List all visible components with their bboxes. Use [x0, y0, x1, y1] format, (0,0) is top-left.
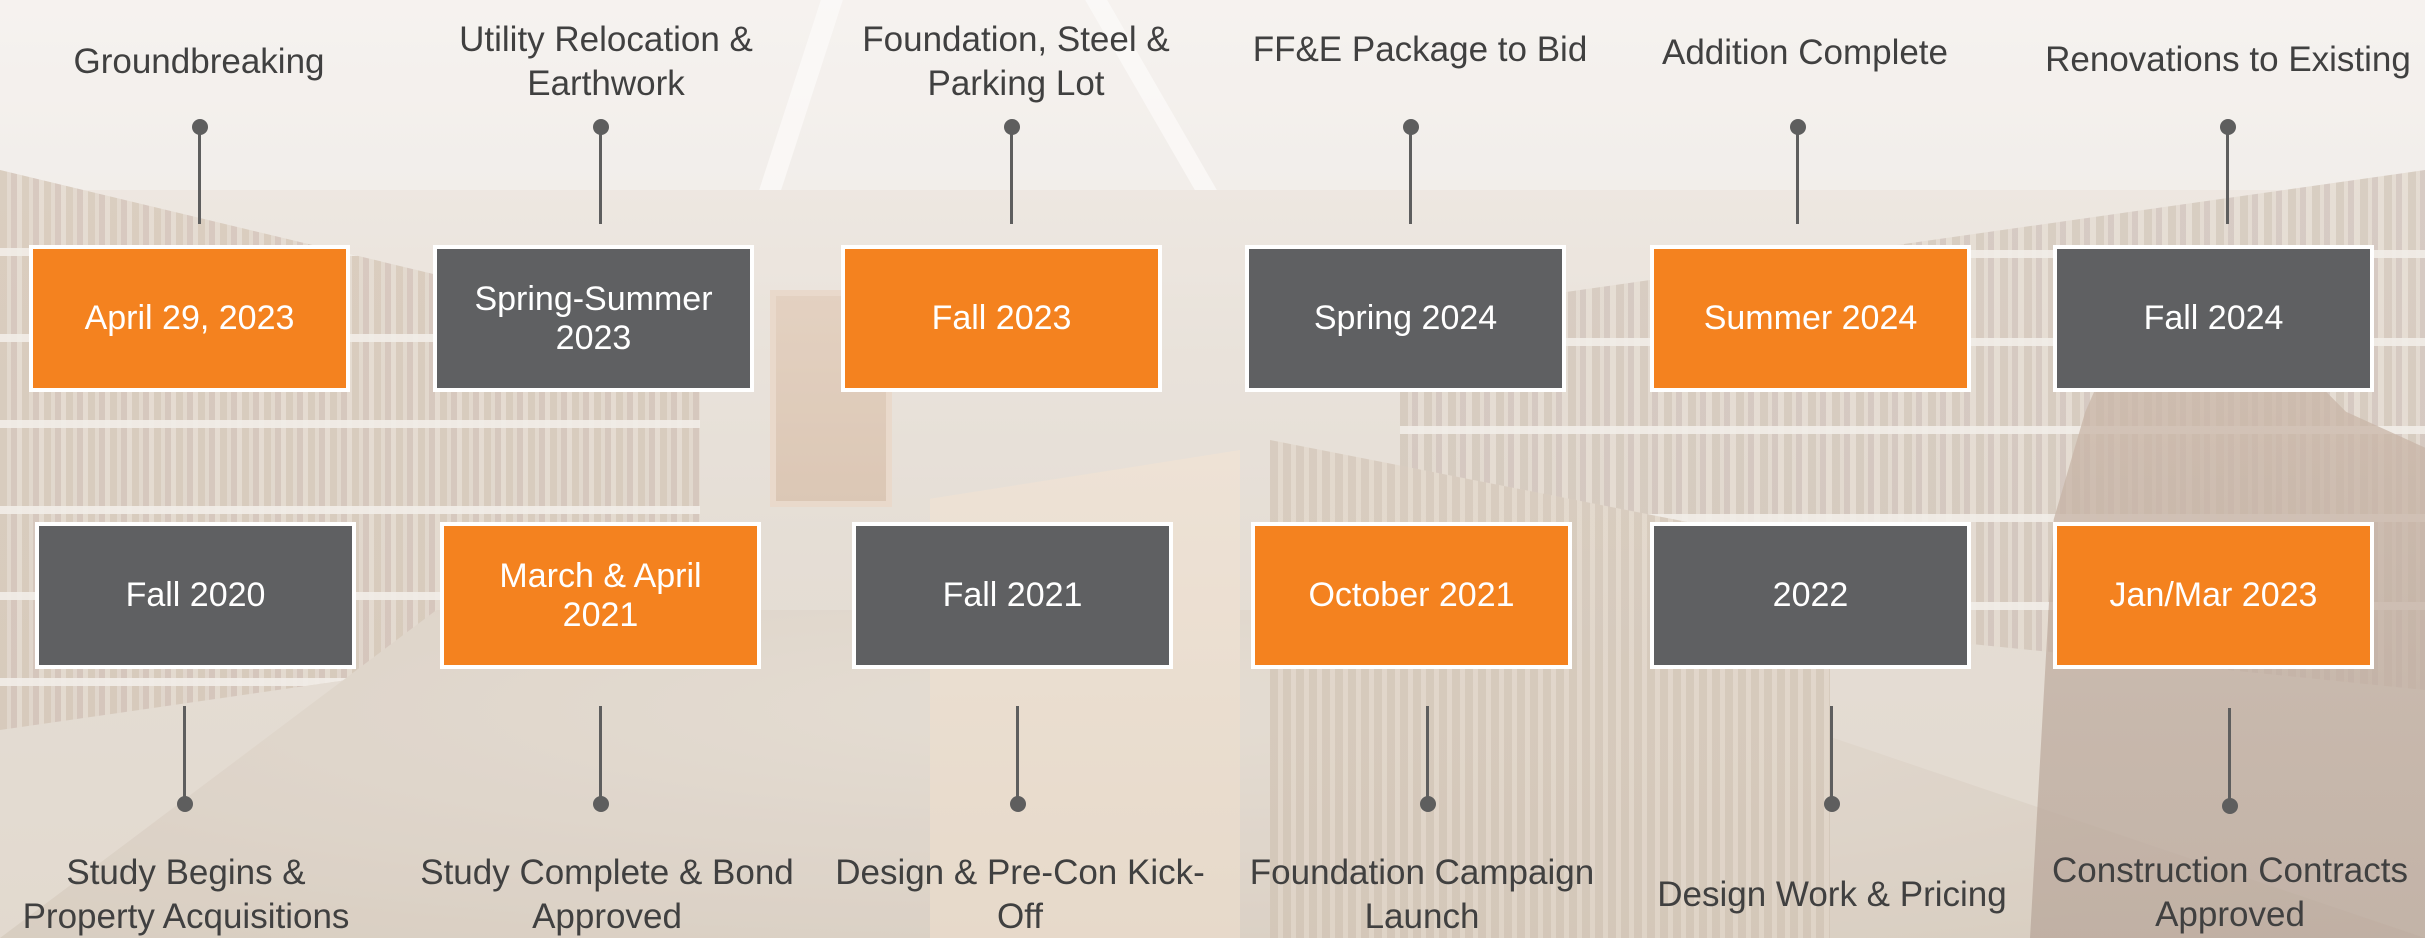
connector-line [1426, 706, 1429, 802]
connector-dot [593, 796, 609, 812]
milestone-date-box: March & April 2021 [440, 522, 761, 669]
milestone-date-box: October 2021 [1251, 522, 1572, 669]
milestone-label: FF&E Package to Bid [1252, 30, 1588, 70]
connector-dot [1004, 119, 1020, 135]
connector-dot [1420, 796, 1436, 812]
milestone-date-box: Jan/Mar 2023 [2053, 522, 2374, 669]
connector-dot [192, 119, 208, 135]
milestone-date-box: 2022 [1650, 522, 1971, 669]
connector-dot [1790, 119, 1806, 135]
connector-dot [2220, 119, 2236, 135]
connector-line [2228, 708, 2231, 804]
milestone-label: Utility Relocation & Earthwork [459, 20, 753, 103]
connector-line [599, 128, 602, 224]
milestone-label: Foundation, Steel & Parking Lot [862, 20, 1170, 103]
milestone-label: Study Begins & Property Acquisitions [22, 853, 350, 936]
ceiling [0, 0, 2425, 190]
connector-line [1830, 706, 1833, 802]
connector-dot [1403, 119, 1419, 135]
connector-dot [2222, 798, 2238, 814]
milestone-date-box: Spring 2024 [1245, 245, 1566, 392]
connector-line [1016, 706, 1019, 802]
milestone-date-box: Fall 2024 [2053, 245, 2374, 392]
connector-dot [1824, 796, 1840, 812]
milestone-label: Renovations to Existing [2045, 40, 2411, 80]
connector-line [1409, 128, 1412, 224]
milestone-date-box: Summer 2024 [1650, 245, 1971, 392]
connector-line [198, 128, 201, 224]
milestone-label: Design & Pre-Con Kick-Off [835, 853, 1205, 936]
milestone-date-box: Fall 2020 [35, 522, 356, 669]
connector-dot [1010, 796, 1026, 812]
milestone-date-box: Spring-Summer 2023 [433, 245, 754, 392]
milestone-label: Addition Complete [1662, 33, 1948, 73]
connector-line [183, 706, 186, 802]
milestone-label: Study Complete & Bond Approved [420, 853, 794, 936]
connector-dot [593, 119, 609, 135]
milestone-date-box: April 29, 2023 [29, 245, 350, 392]
connector-dot [177, 796, 193, 812]
milestone-label: Design Work & Pricing [1657, 875, 2007, 915]
connector-line [1010, 128, 1013, 224]
milestone-date-box: Fall 2023 [841, 245, 1162, 392]
milestone-date-box: Fall 2021 [852, 522, 1173, 669]
milestone-label: Foundation Campaign Launch [1249, 853, 1595, 936]
connector-line [1796, 128, 1799, 224]
milestone-label: Construction Contracts Approved [2052, 851, 2408, 934]
connector-line [599, 706, 602, 802]
milestone-label: Groundbreaking [73, 42, 325, 82]
connector-line [2226, 128, 2229, 224]
